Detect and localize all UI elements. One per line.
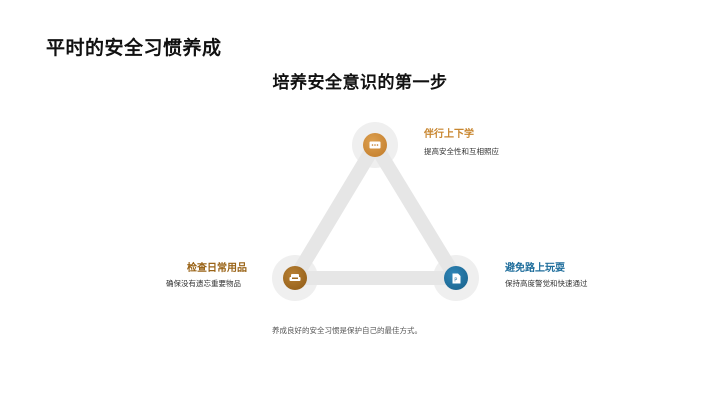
svg-text:P: P (454, 277, 457, 283)
document-icon: P (452, 273, 460, 283)
node-right-document[interactable]: P (444, 266, 468, 290)
sofa-icon (289, 274, 301, 281)
node-right-title: 避免路上玩耍 (505, 263, 565, 274)
node-left-sofa[interactable] (283, 266, 307, 290)
node-top-title: 伴行上下学 (424, 129, 474, 140)
slide-title: 平时的安全习惯养成 (46, 37, 222, 59)
node-left-desc: 确保没有遗忘重要物品 (166, 279, 241, 288)
node-top-desc: 提高安全性和互相照应 (424, 147, 499, 156)
footer-note: 养成良好的安全习惯是保护自己的最佳方式。 (272, 326, 422, 335)
slide-subtitle: 培养安全意识的第一步 (272, 73, 448, 93)
chat-bubble-icon (369, 141, 381, 148)
node-top-chat[interactable] (363, 133, 387, 157)
node-right-desc: 保持高度警觉和快速通过 (505, 279, 588, 288)
node-left-title: 检查日常用品 (187, 263, 247, 274)
